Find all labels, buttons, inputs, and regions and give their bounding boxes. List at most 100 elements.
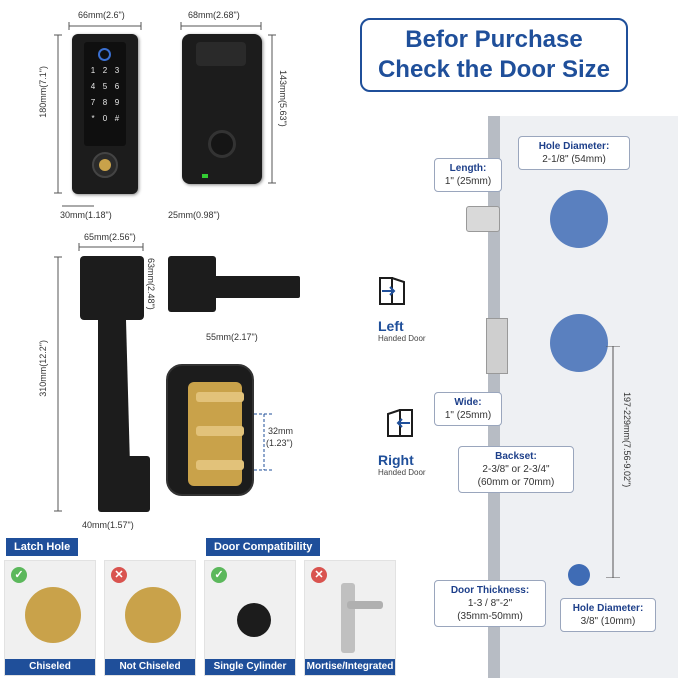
backset-title: Backset: bbox=[495, 451, 537, 462]
single-cylinder-knob bbox=[237, 603, 271, 637]
key-cylinder-core bbox=[99, 159, 111, 171]
battery-cover bbox=[196, 42, 246, 66]
single-cylinder-caption: Single Cylinder bbox=[205, 659, 295, 675]
bore-hole-middle bbox=[550, 314, 608, 372]
back-height-label: 143mm(5.63") bbox=[278, 70, 288, 127]
status-light bbox=[202, 174, 208, 178]
latch-hole-tag: Latch Hole bbox=[6, 538, 79, 556]
latch-screw-1 bbox=[196, 392, 244, 402]
key-9[interactable]: 9 bbox=[114, 98, 120, 107]
key-4[interactable]: 4 bbox=[90, 82, 96, 91]
key-2[interactable]: 2 bbox=[102, 66, 108, 75]
mortise-plate bbox=[341, 583, 355, 653]
strike-plate bbox=[486, 318, 508, 374]
front-height-label: 180mm(7.1") bbox=[38, 66, 48, 118]
bore-hole-top bbox=[550, 190, 608, 248]
door-thickness-value-2: (35mm-50mm) bbox=[457, 611, 523, 622]
keypad-front-unit: 1 2 3 4 5 6 7 8 9 * 0 # bbox=[72, 34, 138, 194]
handle-width-label: 65mm(2.56") bbox=[84, 232, 136, 242]
heading-line2: Check the Door Size bbox=[377, 56, 611, 83]
door-thickness-label: Door Thickness: 1-3 / 8"-2" (35mm-50mm) bbox=[434, 580, 546, 627]
handle-height-label: 310mm(12.2") bbox=[38, 340, 48, 397]
key-6[interactable]: 6 bbox=[114, 82, 120, 91]
key-1[interactable]: 1 bbox=[90, 66, 96, 75]
hole-diameter-bottom-value: 3/8" (10mm) bbox=[580, 616, 636, 627]
left-door-icon bbox=[379, 277, 405, 305]
keypad-screen: 1 2 3 4 5 6 7 8 9 * 0 # bbox=[84, 42, 126, 146]
key-5[interactable]: 5 bbox=[102, 82, 108, 91]
handle-grip[interactable] bbox=[72, 256, 152, 514]
hole-diameter-top-label: Hole Diameter: 2-1/8" (54mm) bbox=[518, 136, 630, 170]
key-7[interactable]: 7 bbox=[90, 98, 96, 107]
chiseled-photo: ✓ Chiseled bbox=[4, 560, 96, 676]
front-width-arrow bbox=[68, 22, 142, 30]
latch-bolt bbox=[466, 206, 500, 232]
key-3[interactable]: 3 bbox=[114, 66, 120, 75]
chiseled-caption: Chiseled bbox=[5, 659, 95, 675]
bore-hole-small bbox=[568, 564, 590, 586]
back-width-label: 68mm(2.68") bbox=[188, 10, 240, 20]
back-unit bbox=[182, 34, 262, 184]
length-value: 1" (25mm) bbox=[444, 176, 492, 187]
left-handed-sub: Handed Door bbox=[378, 334, 426, 343]
door-thickness-title: Door Thickness: bbox=[450, 585, 530, 596]
wide-value: 1" (25mm) bbox=[444, 410, 492, 421]
door-thickness-value-1: 1-3 / 8"-2" bbox=[467, 598, 513, 609]
back-thickness-label: 25mm(0.98") bbox=[168, 210, 220, 220]
back-width-arrow bbox=[180, 22, 262, 30]
handle-height-arrow bbox=[54, 256, 62, 512]
latch-closeup bbox=[166, 364, 254, 496]
lever-length-label: 55mm(2.17") bbox=[206, 332, 258, 342]
check-icon: ✓ bbox=[211, 567, 227, 583]
front-thickness-label: 30mm(1.18") bbox=[60, 210, 112, 220]
not-chiseled-bore bbox=[125, 587, 181, 643]
cross-icon: ✕ bbox=[311, 567, 327, 583]
vertical-span-label: 197-229mm(7.56-9.02") bbox=[622, 392, 632, 488]
key-0[interactable]: 0 bbox=[102, 114, 108, 123]
door-compatibility-tag: Door Compatibility bbox=[206, 538, 321, 556]
handle-base-label: 40mm(1.57") bbox=[82, 520, 134, 530]
screw-spacing-bracket bbox=[254, 413, 272, 471]
hole-diameter-top-value: 2-1/8" (54mm) bbox=[542, 154, 606, 165]
not-chiseled-photo: ✕ Not Chiseled bbox=[104, 560, 196, 676]
backset-label: Backset: 2-3/8" or 2-3/4" (60mm or 70mm) bbox=[458, 446, 574, 493]
check-icon: ✓ bbox=[11, 567, 27, 583]
wide-label: Wide: 1" (25mm) bbox=[434, 392, 502, 426]
single-cylinder-photo: ✓ Single Cylinder bbox=[204, 560, 296, 676]
screw-spacing-in: (1.23") bbox=[266, 438, 293, 448]
key-cylinder bbox=[92, 152, 118, 178]
key-hash[interactable]: # bbox=[114, 114, 120, 123]
hole-diameter-bottom-label: Hole Diameter: 3/8" (10mm) bbox=[560, 598, 656, 632]
mortise-photo: ✕ Mortise/Integrated bbox=[304, 560, 396, 676]
length-title: Length: bbox=[449, 163, 487, 174]
lever-handle[interactable] bbox=[168, 256, 304, 312]
handle-width-arrow bbox=[78, 243, 144, 251]
hole-diameter-top-title: Hole Diameter: bbox=[538, 141, 610, 152]
right-door-icon bbox=[387, 409, 413, 437]
not-chiseled-caption: Not Chiseled bbox=[105, 659, 195, 675]
key-star[interactable]: * bbox=[91, 114, 95, 123]
latch-screw-2 bbox=[196, 426, 244, 436]
mortise-caption: Mortise/Integrated bbox=[305, 659, 395, 675]
mortise-lever bbox=[347, 601, 383, 609]
right-handed-sub: Handed Door bbox=[378, 468, 426, 477]
hole-diameter-bottom-title: Hole Diameter: bbox=[572, 603, 644, 614]
length-label: Length: 1" (25mm) bbox=[434, 158, 502, 192]
left-handed-title: Left bbox=[378, 318, 404, 334]
back-height-arrow bbox=[268, 34, 276, 184]
heading-box: Befor Purchase Check the Door Size bbox=[360, 18, 628, 92]
cross-icon: ✕ bbox=[111, 567, 127, 583]
latch-screw-3 bbox=[196, 460, 244, 470]
backset-value-2: (60mm or 70mm) bbox=[477, 477, 555, 488]
heading-line1: Befor Purchase bbox=[405, 26, 583, 53]
fingerprint-icon[interactable] bbox=[98, 48, 111, 61]
front-thickness-arrow bbox=[62, 205, 94, 207]
front-width-label: 66mm(2.6") bbox=[78, 10, 125, 20]
wide-title: Wide: bbox=[454, 397, 482, 408]
front-height-arrow bbox=[54, 34, 62, 194]
key-8[interactable]: 8 bbox=[102, 98, 108, 107]
thumb-turn[interactable] bbox=[208, 130, 236, 158]
chiseled-bore bbox=[25, 587, 81, 643]
right-handed-title: Right bbox=[378, 452, 414, 468]
keypad-grid: 1 2 3 4 5 6 7 8 9 * 0 # bbox=[87, 66, 123, 123]
